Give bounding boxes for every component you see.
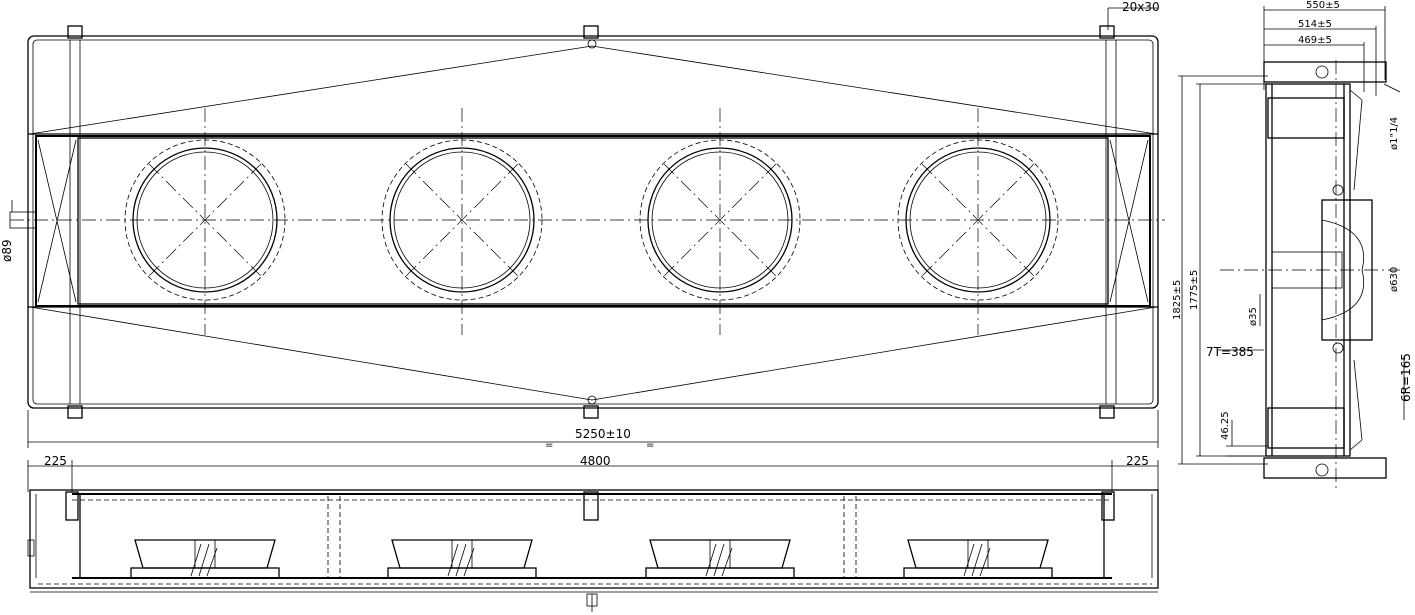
inlet-diameter-label: ø89	[0, 239, 14, 262]
outlet-pipe-label: ø1"1/4	[1389, 117, 1400, 150]
equal-mark-left: =	[545, 440, 553, 451]
plan-view	[9, 7, 1165, 448]
height-inner-label: 1775±5	[1189, 270, 1200, 310]
side-view	[1178, 6, 1405, 490]
fan-elevation-2	[387, 539, 537, 579]
fan-plan-3	[639, 108, 801, 335]
rows-label: 6R=165	[1399, 353, 1413, 402]
fan-plan-1	[124, 108, 286, 335]
span-label: 4800	[580, 454, 611, 468]
fan-diameter-label: ø630	[1389, 267, 1400, 292]
fan-group-plan	[124, 108, 1059, 335]
bracket-size-label: 20x30	[1122, 0, 1160, 14]
elevation-view	[27, 460, 1159, 612]
width-outer-label: 550±5	[1306, 0, 1340, 11]
equal-mark-right: =	[646, 440, 654, 451]
tubes-label: 7T=385	[1206, 345, 1254, 359]
fan-plan-4	[897, 108, 1059, 335]
fan-plan-2	[381, 108, 543, 335]
width-mid-label: 514±5	[1298, 19, 1332, 30]
offset-label: 46.25	[1220, 411, 1231, 440]
right-offset-label: 225	[1126, 454, 1149, 468]
overall-length-label: 5250±10	[575, 427, 631, 441]
drain-diameter-label: ø35	[1248, 307, 1259, 326]
height-outer-label: 1825±5	[1172, 280, 1183, 320]
fan-elevation-3	[645, 539, 795, 579]
width-inner-label: 469±5	[1298, 35, 1332, 46]
left-offset-label: 225	[44, 454, 67, 468]
fan-elevation-1	[130, 539, 280, 579]
fan-group-elevation	[130, 539, 1053, 579]
fan-elevation-4	[903, 539, 1053, 579]
